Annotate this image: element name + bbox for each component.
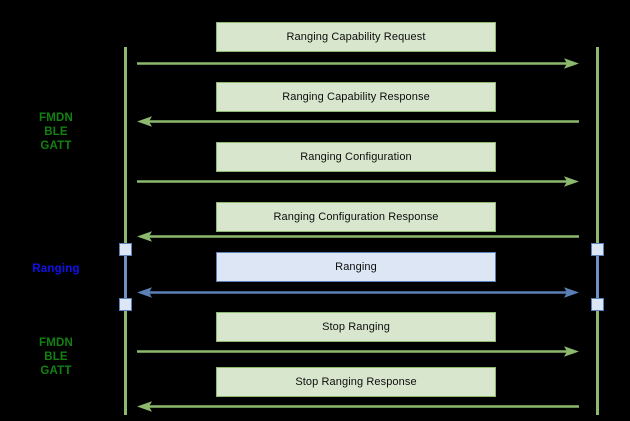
message-arrow-right-1 bbox=[137, 58, 579, 69]
phase-label-line: GATT bbox=[40, 365, 72, 377]
phase-label-line: BLE bbox=[44, 126, 68, 138]
message-label: Ranging Capability Response bbox=[282, 90, 430, 103]
phase-label-fmdn-ble-gatt-bottom: FMDN BLE GATT bbox=[8, 336, 104, 378]
message-label: Stop Ranging Response bbox=[295, 375, 417, 388]
message-label: Ranging Configuration bbox=[300, 150, 412, 163]
phase-label-line: GATT bbox=[40, 140, 72, 152]
activation-end-right[interactable] bbox=[591, 298, 604, 311]
phase-label-ranging: Ranging bbox=[8, 262, 104, 276]
lifeline-left bbox=[124, 47, 127, 415]
message-box-stop-ranging[interactable]: Stop Ranging bbox=[216, 312, 496, 342]
activation-start-right[interactable] bbox=[591, 243, 604, 256]
message-box-ranging-configuration[interactable]: Ranging Configuration bbox=[216, 142, 496, 172]
activation-end-left[interactable] bbox=[119, 298, 132, 311]
message-box-stop-ranging-response[interactable]: Stop Ranging Response bbox=[216, 367, 496, 397]
message-box-ranging[interactable]: Ranging bbox=[216, 252, 496, 282]
message-arrow-bidirectional-5 bbox=[137, 287, 579, 298]
message-box-ranging-configuration-response[interactable]: Ranging Configuration Response bbox=[216, 202, 496, 232]
message-label: Ranging bbox=[335, 260, 377, 273]
message-box-ranging-capability-request[interactable]: Ranging Capability Request bbox=[216, 22, 496, 52]
message-arrow-left-2 bbox=[137, 116, 579, 127]
message-label: Stop Ranging bbox=[322, 320, 390, 333]
activation-bar-left bbox=[124, 249, 127, 305]
message-arrow-right-6 bbox=[137, 346, 579, 357]
phase-label-line: FMDN bbox=[38, 337, 73, 349]
message-arrow-left-7 bbox=[137, 401, 579, 412]
lifeline-right bbox=[596, 47, 599, 415]
activation-start-left[interactable] bbox=[119, 243, 132, 256]
phase-label-fmdn-ble-gatt-top: FMDN BLE GATT bbox=[8, 111, 104, 153]
phase-label-line: BLE bbox=[44, 351, 68, 363]
message-box-ranging-capability-response[interactable]: Ranging Capability Response bbox=[216, 82, 496, 112]
activation-bar-right bbox=[596, 249, 599, 305]
message-arrow-right-3 bbox=[137, 176, 579, 187]
message-arrow-left-4 bbox=[137, 231, 579, 242]
message-label: Ranging Capability Request bbox=[286, 30, 426, 43]
message-label: Ranging Configuration Response bbox=[273, 210, 439, 223]
phase-label-line: Ranging bbox=[32, 263, 80, 275]
phase-label-line: FMDN bbox=[38, 112, 73, 124]
